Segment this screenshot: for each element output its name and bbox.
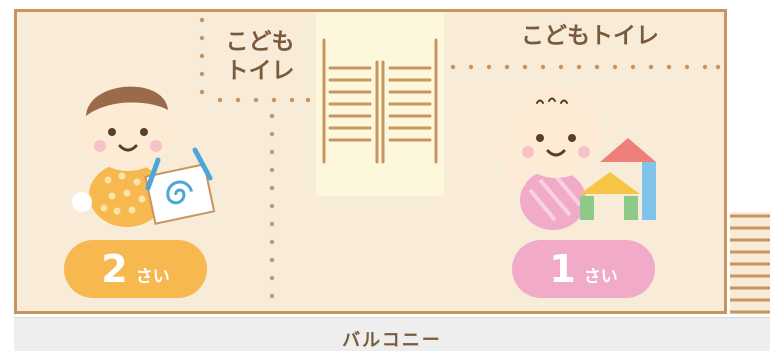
room-label-left-toilet-line2: トイレ <box>225 57 295 84</box>
balcony-area: バルコニー <box>14 317 770 351</box>
divider-right-horizontal <box>450 64 721 70</box>
room-label-right-toilet: こどもトイレ <box>521 23 659 49</box>
double-door-icon <box>322 38 438 164</box>
age-number-left: 2 <box>101 247 128 291</box>
room-label-left-toilet-line1: こども <box>225 29 295 55</box>
age-badge-left: 2 さい <box>64 240 207 298</box>
age-number-right: 1 <box>549 247 576 291</box>
age-badge-right: 1 さい <box>512 240 655 298</box>
balcony-label: バルコニー <box>342 330 442 351</box>
room-label-left-toilet: こども トイレ <box>205 28 315 86</box>
baby-with-blocks-icon <box>494 86 656 230</box>
stairs-icon <box>730 212 770 314</box>
age-unit-left: さい <box>135 267 170 287</box>
divider-center-vertical <box>269 113 275 299</box>
dotted-dividers <box>199 17 721 299</box>
toddler-drawing-icon <box>72 79 216 227</box>
age-unit-right: さい <box>583 267 618 287</box>
divider-left-vertical-upper <box>199 17 205 95</box>
divider-left-horizontal <box>217 97 311 103</box>
